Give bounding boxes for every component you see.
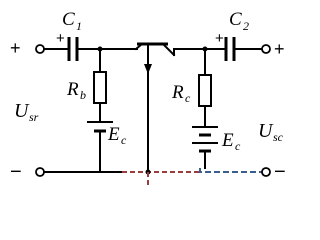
output-voltage-label: U	[258, 120, 274, 142]
rc-label-sub: c	[185, 91, 191, 105]
rc-label: R	[171, 82, 184, 103]
resistor-rc	[198, 74, 212, 107]
capacitor-c1	[67, 37, 79, 61]
output-top-terminal	[261, 44, 271, 54]
c1-label-sub: 1	[76, 19, 82, 33]
battery-ec-right	[192, 126, 218, 153]
ec-left-label: E	[107, 124, 120, 145]
input-top-terminal	[35, 44, 45, 54]
c2-label-sub: 2	[243, 19, 249, 33]
output-voltage-label-sub: sc	[273, 130, 284, 144]
input-bottom-terminal	[35, 167, 45, 177]
rb-label-sub: b	[80, 88, 86, 102]
resistor-rb	[93, 71, 107, 104]
circuit-diagram: + − + C 1 R b E c R c	[10, 9, 286, 188]
input-voltage-label: U	[14, 100, 30, 122]
ec-right-label: E	[221, 130, 234, 151]
ec-right-label-sub: c	[235, 139, 241, 153]
collector-wire	[173, 48, 226, 56]
rb-label: R	[66, 79, 79, 100]
c2-polarity: +	[215, 30, 224, 47]
c1-polarity: +	[56, 30, 65, 47]
capacitor-c2	[224, 37, 236, 61]
output-minus-sign: −	[274, 161, 286, 183]
ec-left-label-sub: c	[121, 133, 127, 147]
output-bottom-terminal	[261, 167, 271, 177]
input-minus-sign: −	[10, 161, 22, 183]
output-plus-sign: +	[274, 39, 285, 59]
c1-label: C	[62, 9, 75, 30]
input-plus-sign: +	[10, 38, 21, 58]
c2-label: C	[229, 9, 242, 30]
input-voltage-label-sub: sr	[29, 110, 39, 124]
bottom-wire-right	[199, 168, 262, 173]
